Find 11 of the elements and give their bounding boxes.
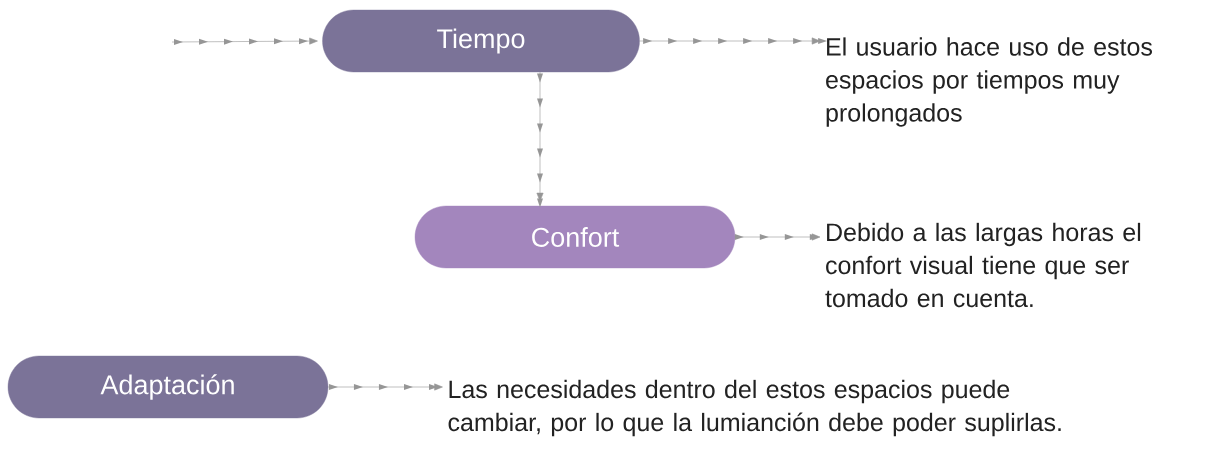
description-text: El usuario hace uso de estos espacios por tiempos muy prolongados [826,37,1152,127]
arrow [639,37,828,45]
rounded-box: Confort [414,205,736,269]
rounded-box: Adaptación [7,355,329,419]
description-text: Las necesidades dentro del estos espacios puede cambiar, por lo que la lumianción debe poder suplirlas. [448,379,1061,437]
arrow [734,233,821,241]
description-text: Debido a las largas horas el confort visual tiene que ser tomado en cuenta. [825,222,1141,308]
arrow [327,383,443,391]
arrow [536,71,544,208]
arrow [171,37,318,45]
rounded-box: Tiempo [322,9,640,73]
